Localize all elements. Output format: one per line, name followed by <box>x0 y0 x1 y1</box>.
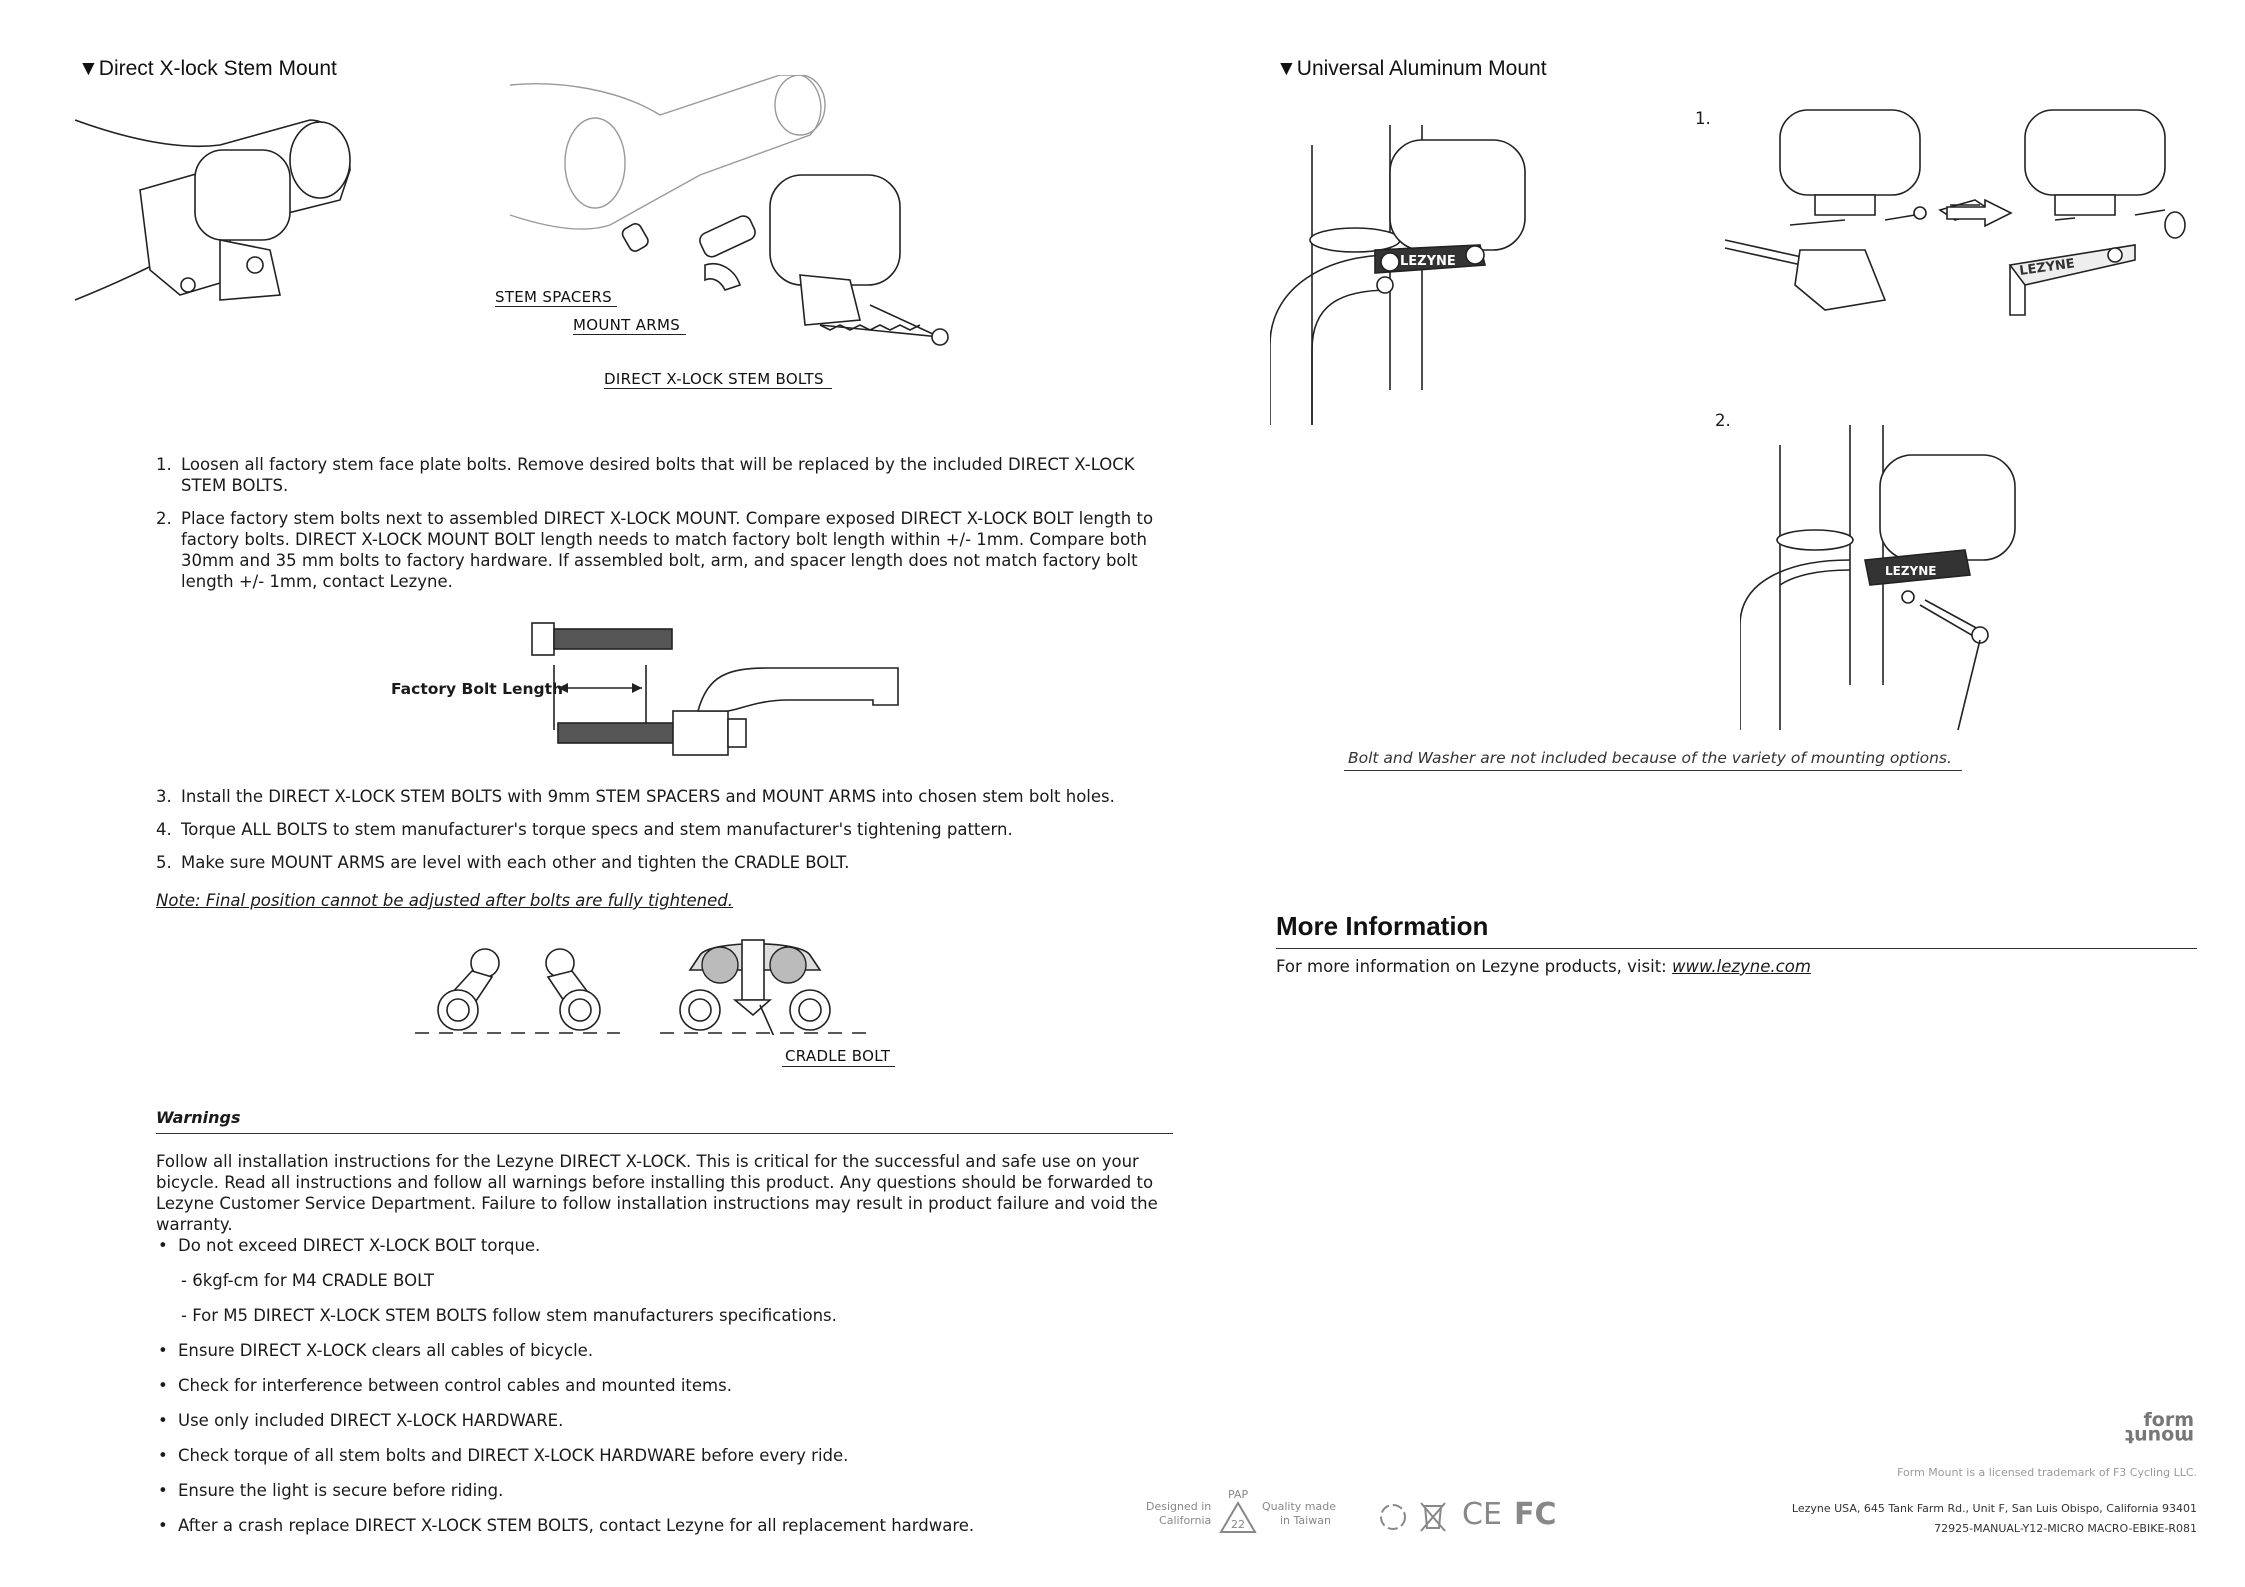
step-item: 1.Loosen all factory stem face plate bol… <box>156 455 1135 495</box>
bolt-note-rule <box>1344 770 1962 771</box>
warnings-rule <box>156 1133 1173 1134</box>
step-item: 4.Torque ALL BOLTS to stem manufacturer'… <box>156 820 1013 839</box>
warning-item: Use only included DIRECT X-LOCK HARDWARE… <box>156 1410 1166 1445</box>
exploded-view-illustration <box>509 75 949 346</box>
bolt-washer-note: Bolt and Washer are not included because… <box>1348 749 1952 767</box>
fig2-mount-install-illustration: LEZYNE <box>1740 425 2016 731</box>
warning-item: After a crash replace DIRECT X-LOCK STEM… <box>156 1515 1166 1550</box>
part-number: 72925-MANUAL-Y12-MICRO MACRO-EBIKE-R081 <box>1934 1522 2197 1535</box>
warning-item: Check torque of all stem bolts and DIREC… <box>156 1445 1166 1480</box>
callout-stem-bolts: DIRECT X-LOCK STEM BOLTS <box>604 370 824 388</box>
callout-mount-arms: MOUNT ARMS <box>573 316 681 334</box>
weee-bin-icon <box>1420 1502 1446 1532</box>
section-title-direct-xlock: ▼Direct X-lock Stem Mount <box>78 57 337 80</box>
company-address: Lezyne USA, 645 Tank Farm Rd., Unit F, S… <box>1791 1502 2197 1515</box>
note-final-position: Note: Final position cannot be adjusted … <box>156 891 733 910</box>
universal-mount-illustration: LEZYNE <box>1270 125 1526 425</box>
pap-label: PAP <box>1228 1488 1249 1501</box>
more-info-line: For more information on Lezyne products,… <box>1276 956 1811 977</box>
svg-text:LEZYNE: LEZYNE <box>1885 564 1936 578</box>
trademark-notice: Form Mount is a licensed trademark of F3… <box>1897 1466 2197 1479</box>
warning-item: Ensure the light is secure before riding… <box>156 1480 1166 1515</box>
factory-bolt-diagram <box>531 622 899 756</box>
warning-item: Ensure DIRECT X-LOCK clears all cables o… <box>156 1340 1166 1375</box>
lezyne-website-link[interactable]: www.lezyne.com <box>1671 957 1811 976</box>
warning-subitem: - For M5 DIRECT X-LOCK STEM BOLTS follow… <box>181 1306 837 1325</box>
recycle-pap-icon: 22 <box>1219 1501 1257 1533</box>
more-info-title: More Information <box>1276 911 1489 941</box>
fig1-mount-swap-illustration: LEZYNE <box>1724 109 2186 316</box>
callout-cradle-bolt: CRADLE BOLT <box>785 1047 891 1065</box>
more-info-text: For more information on Lezyne products,… <box>1276 957 1672 976</box>
ce-mark-icon: CE <box>1462 1497 1502 1532</box>
warning-subitem: - 6kgf-cm for M4 CRADLE BOLT <box>181 1271 435 1290</box>
install-steps-1-2: 1.Loosen all factory stem face plate bol… <box>156 454 1168 604</box>
fcc-mark-icon: FC <box>1514 1497 1557 1532</box>
svg-text:22: 22 <box>1231 1518 1245 1531</box>
swap-arrow-icon <box>1946 198 2013 228</box>
factory-bolt-length-label: Factory Bolt Length <box>391 680 564 698</box>
mount-arms-level-diagram <box>415 939 870 1035</box>
warnings-list: Do not exceed DIRECT X-LOCK BOLT torque.… <box>156 1235 1166 1550</box>
install-steps-3-5: 3.Install the DIRECT X-LOCK STEM BOLTS w… <box>156 786 1168 885</box>
recycling-icon <box>1380 1504 1406 1530</box>
figure-label-2: 2. <box>1715 411 1731 430</box>
form-mount-logo: form mount <box>2125 1409 2194 1448</box>
figure-label-1: 1. <box>1695 109 1711 128</box>
warnings-title: Warnings <box>156 1108 241 1127</box>
more-info-rule <box>1276 948 2197 949</box>
step-item: 2.Place factory stem bolts next to assem… <box>156 509 1154 591</box>
stem-mount-illustration <box>74 119 351 301</box>
section-title-universal-mount: ▼Universal Aluminum Mount <box>1276 57 1547 80</box>
callout-stem-spacers: STEM SPACERS <box>495 288 612 306</box>
step-item: 5.Make sure MOUNT ARMS are level with ea… <box>156 853 850 872</box>
warning-item: Check for interference between control c… <box>156 1375 1166 1410</box>
lezyne-mount-logo: LEZYNE <box>1400 254 1456 269</box>
warnings-intro: Follow all installation instructions for… <box>156 1152 1158 1234</box>
step-item: 3.Install the DIRECT X-LOCK STEM BOLTS w… <box>156 787 1115 806</box>
warning-item: Do not exceed DIRECT X-LOCK BOLT torque. <box>156 1235 1166 1270</box>
